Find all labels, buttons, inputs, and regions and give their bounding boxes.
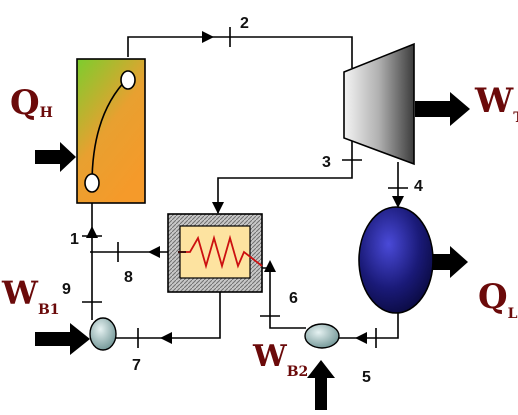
state-label-3: 3 [322, 154, 331, 171]
heat-in-label: QH [10, 83, 53, 123]
arrow-state-7 [160, 332, 172, 344]
turbine-work-label: WT [474, 81, 518, 126]
state-label-4: 4 [414, 178, 423, 195]
state-label-7: 7 [132, 357, 141, 374]
pump1-work-label: WB1 [1, 274, 60, 318]
flow-arrows [86, 31, 404, 344]
heat-in-arrow [35, 142, 76, 172]
state-label-1: 1 [70, 231, 79, 248]
arrow-state-8 [148, 246, 160, 258]
arrow-state-4 [392, 196, 404, 208]
state-label-5: 5 [362, 369, 371, 386]
pipe-state-2 [127, 36, 353, 68]
pipe-state-3 [217, 140, 353, 213]
pump2-work-arrow [307, 360, 335, 410]
state-label-6: 6 [289, 290, 298, 307]
condenser [358, 206, 434, 314]
state-label-8: 8 [124, 269, 133, 286]
state-label-2: 2 [240, 15, 249, 32]
heater-coil [178, 234, 263, 270]
arrow-state-1 [86, 226, 98, 238]
turbine [343, 42, 415, 166]
boiler-inlet-port [84, 173, 100, 193]
pump-1 [89, 317, 117, 351]
energy-arrows [35, 92, 470, 410]
piping [90, 36, 399, 339]
arrow-state-3 [212, 202, 224, 214]
state-label-9: 9 [62, 281, 71, 298]
turbine-work-arrow [415, 92, 470, 126]
pipe-state-7 [116, 292, 221, 339]
boiler-outlet-port [120, 70, 136, 90]
arrow-state-6 [264, 260, 276, 272]
pipe-state-5 [338, 313, 399, 339]
heat-out-arrow [433, 246, 468, 278]
arrow-state-2 [202, 31, 214, 43]
heat-out-label: QL [478, 277, 518, 322]
arrow-state-5 [355, 332, 367, 344]
pipe-state-6 [262, 267, 306, 329]
boiler [76, 58, 146, 204]
pump1-work-arrow [35, 323, 90, 355]
pump2-work-label: WB2 [252, 339, 308, 380]
feedwater-heater [167, 213, 263, 293]
pump-2 [304, 323, 340, 349]
